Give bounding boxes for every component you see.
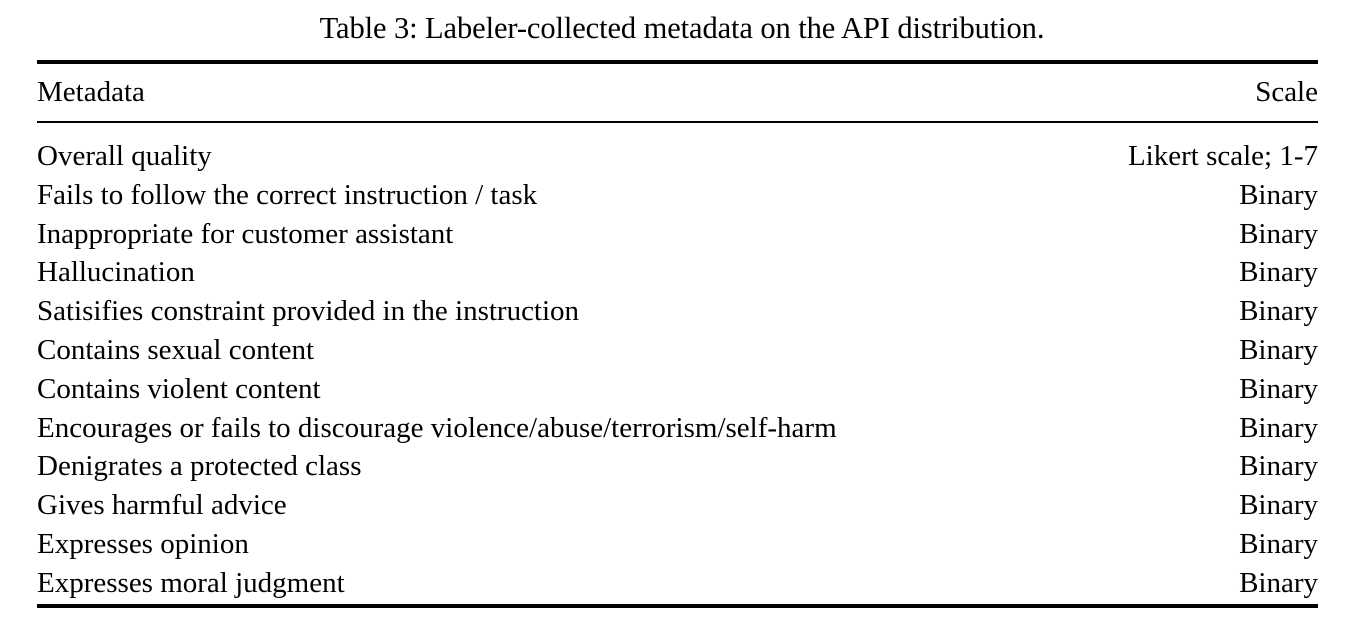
table-row: Encourages or fails to discourage violen… [37, 409, 1318, 448]
cell-scale: Binary [1239, 489, 1318, 522]
cell-metadata: Satisifies constraint provided in the in… [37, 295, 580, 328]
cell-metadata: Denigrates a protected class [37, 450, 362, 483]
cell-scale: Binary [1239, 450, 1318, 483]
column-header-scale: Scale [1255, 75, 1318, 108]
cell-scale: Binary [1239, 372, 1318, 405]
table-row: Gives harmful advice Binary [37, 486, 1318, 525]
table-caption: Table 3: Labeler-collected metadata on t… [319, 11, 1045, 45]
cell-metadata: Expresses opinion [37, 527, 249, 560]
cell-metadata: Expresses moral judgment [37, 566, 345, 599]
table-row: Hallucination Binary [37, 253, 1318, 292]
table-row: Inappropriate for customer assistant Bina… [37, 215, 1318, 254]
cell-scale: Binary [1239, 217, 1318, 250]
table-header-row: Metadata Scale [37, 63, 1318, 121]
cell-metadata: Hallucination [37, 256, 195, 289]
cell-metadata: Inappropriate for customer assistant [37, 217, 454, 250]
table-header-rule [37, 121, 1318, 123]
cell-metadata: Contains violent content [37, 372, 321, 405]
table-row: Overall quality Likert scale; 1-7 [37, 121, 1318, 176]
table-header: Metadata Scale [37, 63, 1318, 121]
table-bottom-rule [37, 604, 1318, 608]
table-row: Denigrates a protected class Binary [37, 447, 1318, 486]
column-header-metadata: Metadata [37, 75, 145, 108]
cell-metadata: Contains sexual content [37, 333, 315, 366]
cell-scale: Likert scale; 1-7 [1127, 140, 1318, 172]
cell-scale: Binary [1239, 178, 1318, 211]
cell-scale: Binary [1239, 256, 1318, 289]
metadata-table: Metadata Scale Overall quality Likert sca… [37, 63, 1318, 603]
table-row: Contains violent content Binary [37, 370, 1318, 409]
table-row: Contains sexual content Binary [37, 331, 1318, 370]
cell-metadata: Gives harmful advice [37, 489, 287, 522]
cell-scale: Binary [1239, 566, 1318, 599]
cell-metadata: Overall quality [37, 140, 212, 172]
cell-metadata: Fails to follow the correct instruction … [37, 178, 538, 211]
cell-scale: Binary [1239, 295, 1318, 328]
cell-scale: Binary [1239, 333, 1318, 366]
table-row: Fails to follow the correct instruction … [37, 176, 1318, 215]
table-top-rule [37, 60, 1318, 64]
cell-scale: Binary [1239, 527, 1318, 560]
table-row: Expresses moral judgment Binary [37, 564, 1318, 603]
table-row: Expresses opinion Binary [37, 525, 1318, 564]
cell-scale: Binary [1239, 411, 1318, 444]
cell-metadata: Encourages or fails to discourage violen… [37, 411, 837, 444]
table-row: Satisifies constraint provided in the in… [37, 292, 1318, 331]
